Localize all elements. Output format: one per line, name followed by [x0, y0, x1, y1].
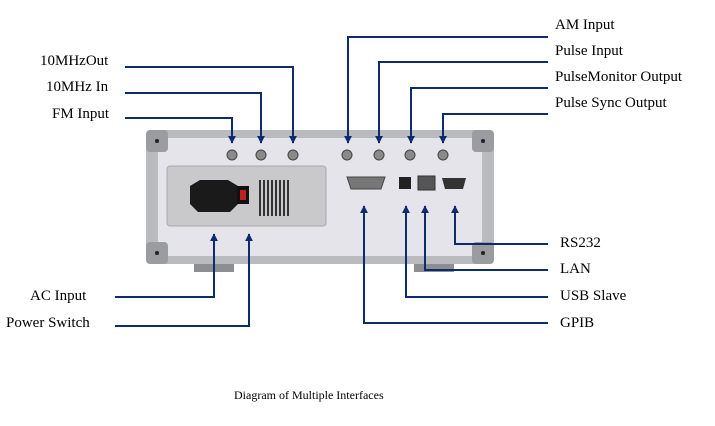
label-lan: LAN: [560, 261, 591, 277]
arrow-10mhz-in: [125, 92, 265, 144]
label-pulse-sync-output: Pulse Sync Output: [555, 95, 667, 111]
lan-port: [417, 175, 436, 191]
label-usb-slave: USB Slave: [560, 288, 627, 304]
arrow-power-switch: [115, 233, 253, 327]
arrow-gpib: [360, 205, 548, 324]
arrow-rs232: [451, 205, 548, 245]
label-pulse-input: Pulse Input: [555, 43, 623, 59]
arrow-am-input: [344, 36, 548, 144]
label-gpib: GPIB: [560, 315, 595, 331]
arrow-pulsemonitor-output: [407, 87, 548, 144]
arrow-lan: [421, 205, 548, 271]
label-pulsemonitor-output: PulseMonitor Output: [555, 69, 683, 85]
diagram-caption: Diagram of Multiple Interfaces: [234, 388, 384, 402]
label-ac-input: AC Input: [30, 288, 87, 304]
callout-arrows: [115, 36, 548, 327]
label-10mhz-out: 10MHzOut: [40, 53, 109, 69]
device-rear-panel: [146, 130, 494, 272]
rs232-port: [442, 178, 466, 189]
label-am-input: AM Input: [555, 17, 615, 33]
label-10mhz-in: 10MHz In: [46, 79, 109, 95]
label-fm-input: FM Input: [52, 106, 110, 122]
ac-inlet: [190, 180, 238, 212]
arrow-pulse-input: [375, 61, 548, 144]
label-power-switch: Power Switch: [6, 315, 90, 331]
gpib-port: [346, 176, 386, 190]
arrow-usb-slave: [402, 205, 548, 298]
arrow-pulse-sync-output: [439, 113, 548, 144]
usb-port: [399, 177, 411, 189]
label-rs232: RS232: [560, 235, 601, 251]
arrow-ac-input: [115, 233, 218, 298]
arrow-fm-input: [125, 117, 236, 144]
arrow-10mhz-out: [125, 66, 297, 144]
